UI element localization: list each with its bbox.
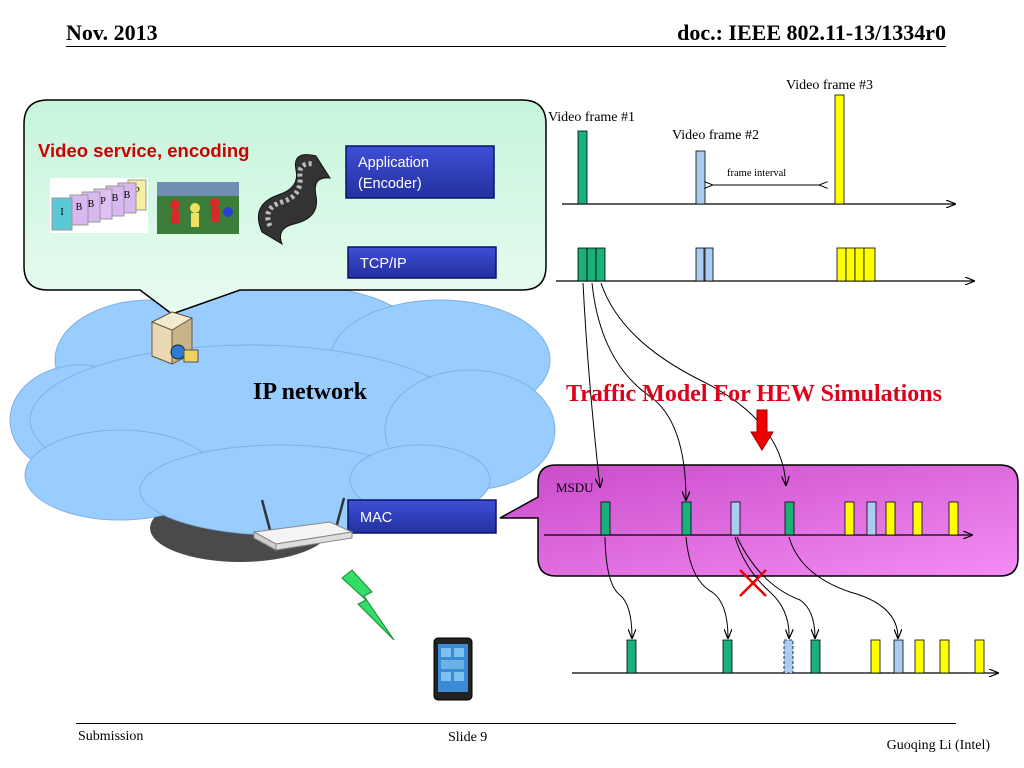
- dropped-packet: [783, 639, 794, 674]
- delivered-packet: [870, 639, 881, 674]
- delivered-packet: [626, 639, 637, 674]
- video-frame-2-label: Video frame #2: [672, 128, 759, 143]
- packet: [845, 247, 856, 282]
- packet: [595, 247, 606, 282]
- packet: [577, 247, 588, 282]
- flow-arrow: [788, 536, 898, 638]
- gop-frame: B: [69, 194, 89, 226]
- video-service-title: Video service, encoding: [38, 140, 249, 161]
- msdu-packet: [784, 501, 795, 536]
- packet-loss-x-icon: [739, 569, 767, 597]
- svg-text:I: I: [60, 207, 63, 218]
- application-label: Application: [358, 155, 429, 171]
- film-strip-icon: [258, 154, 331, 246]
- delivered-packet: [722, 639, 733, 674]
- msdu-packet: [885, 501, 896, 536]
- flow-arrow: [734, 536, 789, 638]
- svg-text:B: B: [76, 202, 83, 213]
- msdu-packet: [912, 501, 923, 536]
- sports-photo: [157, 182, 239, 234]
- msdu-callout-panel: [499, 464, 1019, 577]
- svg-text:B: B: [124, 190, 131, 201]
- packet: [863, 247, 876, 282]
- delivered-packet: [810, 639, 821, 674]
- delivered-packet: [939, 639, 950, 674]
- tcp-ip-label: TCP/IP: [360, 256, 407, 272]
- msdu-packet: [866, 501, 877, 536]
- delivered-packet: [974, 639, 985, 674]
- wifi-router-icon: [252, 497, 354, 551]
- flow-arrow: [600, 282, 786, 485]
- svg-text:B: B: [112, 193, 119, 204]
- packet-to-msdu-arrows: [582, 282, 786, 500]
- delivered-packet: [893, 639, 904, 674]
- packet: [836, 247, 847, 282]
- delivered-packet: [914, 639, 925, 674]
- wireless-bolt-icon: [341, 569, 395, 641]
- packet-group-frame-1: [577, 247, 606, 282]
- smartphone-icon: [433, 637, 473, 701]
- application-encoder-box: Application (Encoder): [345, 145, 495, 199]
- flow-arrow: [591, 282, 686, 500]
- server-icon: [150, 311, 199, 365]
- header-date: Nov. 2013: [66, 20, 158, 45]
- header-doc-id: doc.: IEEE 802.11-13/1334r0: [677, 20, 946, 45]
- red-down-arrow: [750, 409, 774, 451]
- video-frame-3-label: Video frame #3: [786, 78, 873, 93]
- video-frame-2-bar: [695, 150, 706, 205]
- video-frame-3-bar: [834, 94, 845, 205]
- svg-text:B: B: [88, 199, 95, 210]
- svg-text:P: P: [134, 186, 140, 197]
- msdu-packet: [600, 501, 611, 536]
- flow-arrow: [736, 536, 815, 638]
- packet: [704, 247, 714, 282]
- msdu-packet: [681, 501, 692, 536]
- svg-text:P: P: [100, 196, 106, 207]
- mac-label: MAC: [360, 510, 392, 526]
- gop-frames-icon: P B B P B B I: [50, 178, 148, 233]
- video-frame-1-bar: [577, 130, 588, 205]
- footer-author: Guoqing Li (Intel): [886, 738, 990, 753]
- packet-group-frame-2: [695, 247, 714, 282]
- packet: [695, 247, 705, 282]
- packet: [854, 247, 865, 282]
- footer-slide-number: Slide 9: [448, 730, 488, 745]
- ip-network-cloud: [9, 284, 556, 536]
- footer-rule: [76, 723, 956, 724]
- packet-group-frame-3: [836, 247, 876, 282]
- ip-network-label: IP network: [253, 379, 368, 405]
- encoder-label: (Encoder): [358, 176, 422, 192]
- video-frame-1-label: Video frame #1: [548, 110, 635, 125]
- footer-submission: Submission: [78, 729, 144, 744]
- frame-interval-label: frame interval: [727, 168, 786, 179]
- msdu-label: MSDU: [556, 480, 594, 495]
- flow-arrow: [604, 536, 632, 638]
- packet: [586, 247, 597, 282]
- msdu-packet: [844, 501, 855, 536]
- flow-arrow: [685, 536, 728, 638]
- mac-box: MAC: [347, 499, 497, 534]
- traffic-model-title: Traffic Model For HEW Simulations: [566, 381, 942, 407]
- flow-arrow: [582, 282, 600, 487]
- tcp-ip-box: TCP/IP: [347, 246, 497, 279]
- msdu-to-delivery-arrows: [604, 536, 898, 638]
- gop-frame: I: [51, 197, 73, 231]
- msdu-packet: [730, 501, 741, 536]
- msdu-packet: [948, 501, 959, 536]
- header-rule: [66, 46, 946, 47]
